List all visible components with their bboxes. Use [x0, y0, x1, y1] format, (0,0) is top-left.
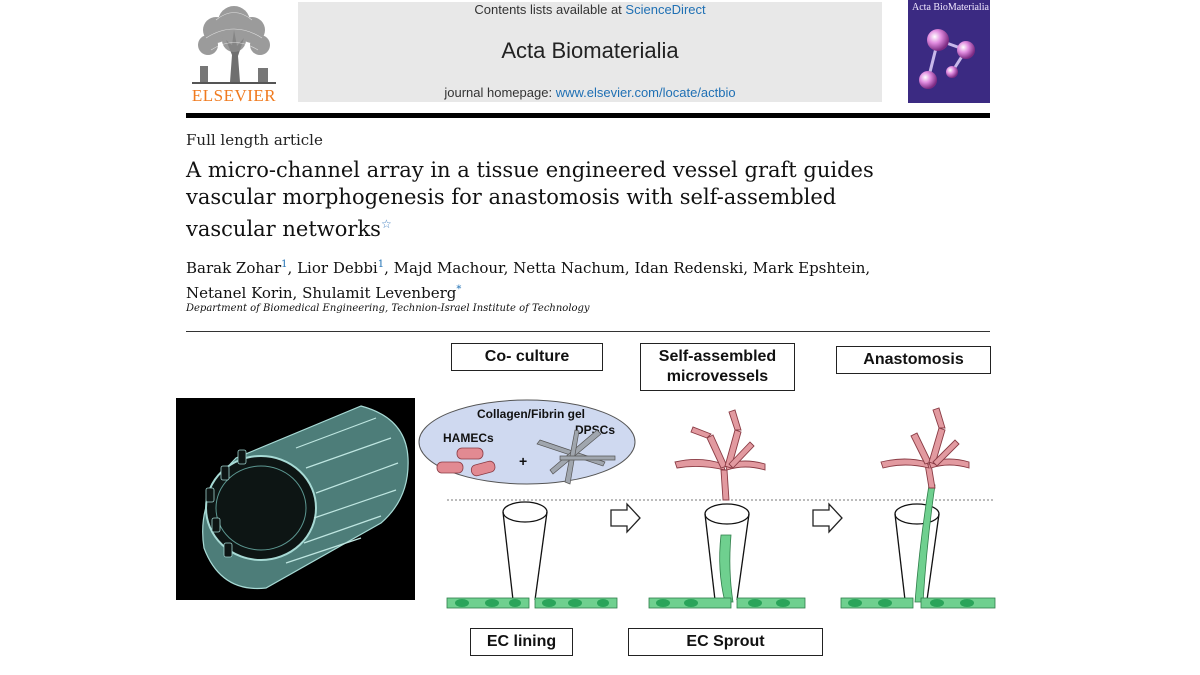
label-ec-sprout: EC Sprout	[628, 628, 823, 656]
ec-lining-cells	[446, 597, 996, 609]
article-divider	[186, 331, 990, 332]
arrow-right-icon	[610, 502, 641, 534]
article-title-text: A micro-channel array in a tissue engine…	[186, 158, 874, 241]
sciencedirect-link[interactable]: ScienceDirect	[625, 2, 706, 17]
arrow-right-icon	[812, 502, 843, 534]
author-name[interactable]: Majd Machour	[393, 259, 504, 277]
author-list: Barak Zohar1, Lior Debbi1, Majd Machour,…	[186, 259, 871, 302]
article-type: Full length article	[186, 131, 323, 149]
author-name[interactable]: Mark Epshtein	[752, 259, 866, 277]
author-name[interactable]: Shulamit Levenberg	[302, 284, 457, 302]
gel-plus: +	[519, 453, 527, 469]
stage-label-coculture: Co- culture	[451, 343, 603, 371]
anastomosed-vessel	[914, 484, 936, 603]
author-name[interactable]: Barak Zohar	[186, 259, 282, 277]
funnel-self-assembled	[704, 503, 750, 603]
cover-title: Acta BioMaterialia	[912, 2, 989, 13]
contents-line: Contents lists available at ScienceDirec…	[298, 2, 882, 17]
process-schematic: Collagen/Fibrin gel HAMECs + DPSCs	[418, 399, 996, 609]
gel-cell-dpscs: DPSCs	[575, 423, 615, 437]
contents-prefix: Contents lists available at	[474, 2, 622, 17]
journal-cover[interactable]: Acta BioMaterialia	[908, 0, 990, 103]
gel-cell-hamecs: HAMECs	[443, 431, 494, 445]
microvessel-network-2	[880, 407, 970, 489]
funnel-anastomosis	[894, 484, 940, 603]
hamec-cells	[436, 447, 496, 477]
author-footnote-mark[interactable]: 1	[281, 259, 288, 270]
author-name[interactable]: Netanel Korin	[186, 284, 293, 302]
author-name[interactable]: Netta Nachum	[513, 259, 625, 277]
article-title: A micro-channel array in a tissue engine…	[186, 157, 896, 243]
homepage-link[interactable]: www.elsevier.com/locate/actbio	[555, 85, 736, 100]
author-footnote-mark[interactable]: 1	[377, 259, 385, 270]
homepage-line: journal homepage: www.elsevier.com/locat…	[298, 85, 882, 100]
author-footnote-mark[interactable]: *	[456, 284, 462, 295]
affiliation: Department of Biomedical Engineering, Te…	[186, 303, 590, 314]
elsevier-tree-logo	[186, 0, 282, 104]
dpsc-cells	[536, 429, 616, 485]
cover-artwork	[908, 0, 990, 103]
author-name[interactable]: Lior Debbi	[297, 259, 378, 277]
header-divider	[186, 113, 990, 118]
gel-bubble: Collagen/Fibrin gel HAMECs + DPSCs	[418, 399, 636, 485]
author-name[interactable]: Idan Redenski	[634, 259, 744, 277]
funnel-coculture	[502, 501, 548, 601]
ec-nuclei	[455, 599, 974, 607]
microvessel-network-1	[674, 409, 766, 501]
journal-title: Acta Biomaterialia	[501, 38, 679, 63]
gel-title: Collagen/Fibrin gel	[477, 407, 585, 421]
publisher-wordmark: ELSEVIER	[191, 86, 277, 105]
homepage-prefix: journal homepage:	[444, 85, 553, 100]
journal-banner	[298, 2, 882, 102]
label-ec-lining: EC lining	[470, 628, 573, 656]
scaffold-render-image	[176, 398, 415, 600]
ec-sprout	[719, 534, 734, 603]
title-footnote-star-icon[interactable]: ☆	[380, 217, 392, 231]
stage-label-anastomosis: Anastomosis	[836, 346, 991, 374]
